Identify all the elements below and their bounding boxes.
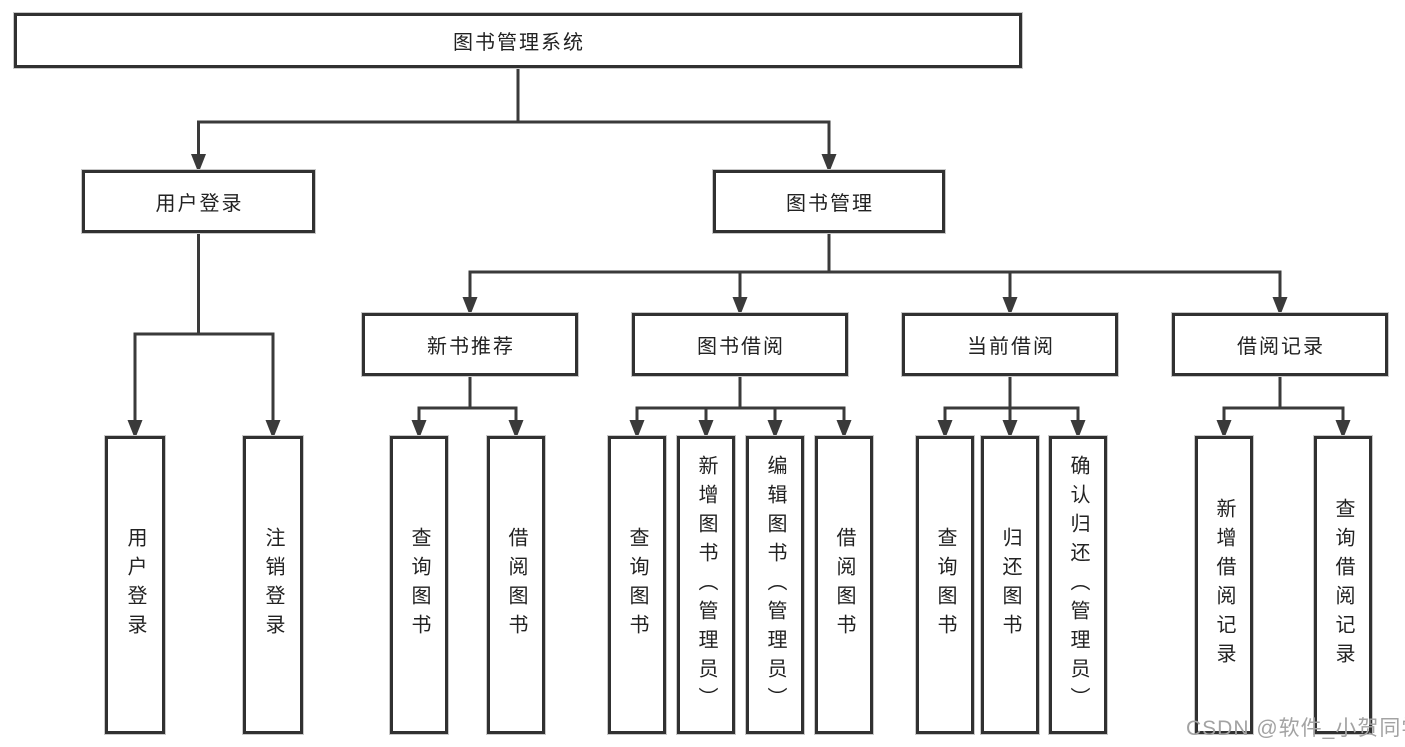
edge-book-borrow — [635, 375, 846, 424]
node-label-book-mgmt: 图书管理 — [786, 193, 874, 215]
node-label-bb-borrow-book: 借阅图书 — [833, 527, 855, 643]
node-cb-query-book: 查询图书 — [916, 436, 974, 734]
node-label-bb-add-book: 新增图书（管理员） — [695, 454, 717, 716]
node-root: 图书管理系统 — [14, 13, 1022, 68]
node-new-book-rec: 新书推荐 — [362, 313, 578, 376]
arrowhead-borrow-record — [1272, 297, 1288, 316]
node-label-bb-query-book: 查询图书 — [626, 527, 648, 643]
node-bb-query-book: 查询图书 — [608, 436, 666, 734]
node-label-nb-query-book: 查询图书 — [408, 527, 430, 643]
node-label-br-query-record: 查询借阅记录 — [1332, 498, 1354, 672]
node-label-cb-query-book: 查询图书 — [934, 527, 956, 643]
node-label-current-borrow: 当前借阅 — [967, 336, 1055, 358]
arrowhead-cb-query-book — [937, 420, 953, 439]
node-bb-edit-book: 编辑图书（管理员） — [746, 436, 804, 734]
arrowhead-logout-op — [265, 420, 281, 439]
arrowhead-cb-return-book — [1002, 420, 1018, 439]
node-label-bb-edit-book: 编辑图书（管理员） — [764, 454, 786, 716]
arrowhead-br-query-record — [1335, 420, 1351, 439]
node-nb-borrow-book: 借阅图书 — [487, 436, 545, 734]
arrowhead-bb-add-book — [698, 420, 714, 439]
node-current-borrow: 当前借阅 — [902, 313, 1118, 376]
node-label-user-login: 用户登录 — [155, 193, 244, 215]
node-label-logout-op: 注销登录 — [262, 527, 284, 643]
node-book-borrow: 图书借阅 — [632, 313, 848, 376]
arrowhead-bb-borrow-book — [836, 420, 852, 439]
node-label-nb-borrow-book: 借阅图书 — [505, 527, 527, 643]
node-cb-return-book: 归还图书 — [981, 436, 1039, 734]
node-label-user-login-op: 用户登录 — [124, 527, 146, 643]
edge-borrow-record — [1222, 375, 1345, 424]
arrowhead-book-borrow — [732, 297, 748, 316]
node-user-login: 用户登录 — [82, 170, 315, 233]
node-label-new-book-rec: 新书推荐 — [427, 336, 515, 358]
edge-root — [197, 67, 831, 158]
node-label-borrow-record: 借阅记录 — [1237, 336, 1325, 358]
node-logout-op: 注销登录 — [243, 436, 303, 734]
node-label-root: 图书管理系统 — [453, 32, 585, 54]
node-label-cb-confirm-return: 确认归还（管理员） — [1067, 454, 1089, 716]
node-bb-add-book: 新增图书（管理员） — [677, 436, 735, 734]
node-borrow-record: 借阅记录 — [1172, 313, 1388, 376]
node-bb-borrow-book: 借阅图书 — [815, 436, 873, 734]
arrowhead-book-mgmt — [821, 154, 837, 173]
watermark-text: CSDN @软件_小贺同学 — [1186, 717, 1405, 740]
node-nb-query-book: 查询图书 — [390, 436, 448, 734]
edge-current-borrow — [943, 375, 1080, 424]
node-label-book-borrow: 图书借阅 — [697, 336, 785, 358]
arrowhead-nb-query-book — [411, 420, 427, 439]
arrowhead-user-login-op — [127, 420, 143, 439]
node-book-mgmt: 图书管理 — [713, 170, 945, 233]
node-br-add-record: 新增借阅记录 — [1195, 436, 1253, 734]
arrowhead-br-add-record — [1216, 420, 1232, 439]
node-br-query-record: 查询借阅记录 — [1314, 436, 1372, 734]
node-label-cb-return-book: 归还图书 — [999, 527, 1021, 643]
arrowhead-bb-edit-book — [767, 420, 783, 439]
node-cb-confirm-return: 确认归还（管理员） — [1049, 436, 1107, 734]
node-user-login-op: 用户登录 — [105, 436, 165, 734]
edge-book-mgmt — [468, 232, 1282, 301]
arrowhead-cb-confirm-return — [1070, 420, 1086, 439]
arrowhead-new-book-rec — [462, 297, 478, 316]
arrowhead-current-borrow — [1002, 297, 1018, 316]
edge-new-book-rec — [417, 375, 518, 424]
arrowhead-bb-query-book — [629, 420, 645, 439]
arrowhead-user-login — [191, 154, 206, 173]
node-label-br-add-record: 新增借阅记录 — [1213, 498, 1235, 672]
arrowhead-nb-borrow-book — [508, 420, 524, 439]
edge-user-login — [133, 232, 275, 424]
